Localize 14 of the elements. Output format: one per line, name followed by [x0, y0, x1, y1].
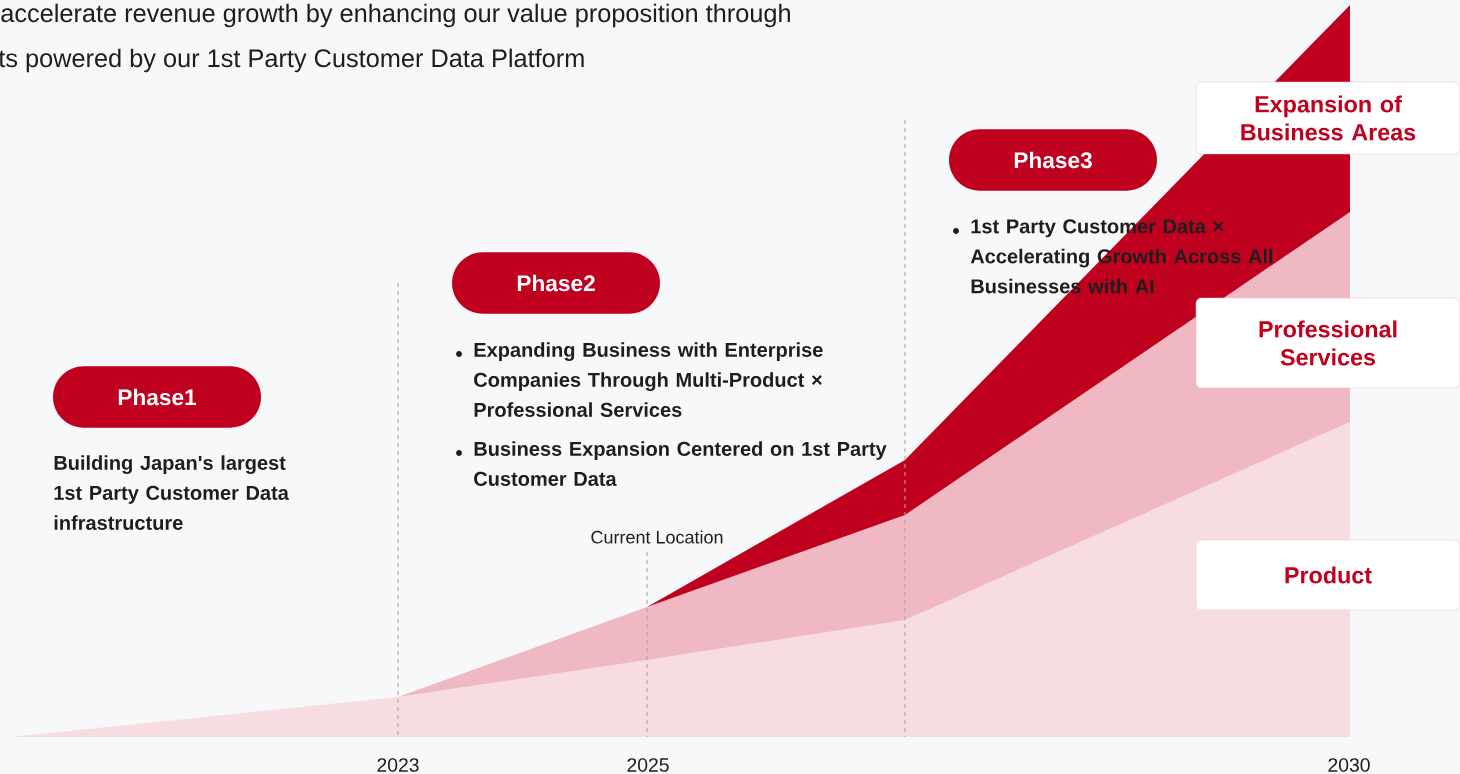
phase-description: Building Japan's largest 1st Party Customer Data infrastructure: [54, 455, 289, 530]
phase-pill: Phase2: [452, 252, 660, 314]
band-label-box: Expansion of Business Areas: [1195, 81, 1460, 155]
band-label-box: Professional Services: [1195, 297, 1460, 389]
year-label: 2025: [627, 758, 669, 772]
year-label: 2030: [1328, 758, 1370, 772]
phase-description: Business Expansion Centered on 1st Party Customer Data: [456, 441, 887, 486]
marker-label: Current Location: [591, 530, 723, 544]
year-label: 2023: [377, 758, 419, 772]
phase-pill: Phase3: [949, 129, 1157, 191]
heading-text: accelerate revenue growth by enhancing our value proposition through: [1, 3, 790, 28]
phase-pill: Phase1: [53, 366, 261, 428]
band-label-box: Product: [1195, 539, 1460, 611]
phase-description: Expanding Business with Enterprise Companies Through Multi-Product × Professional Services: [456, 342, 823, 417]
